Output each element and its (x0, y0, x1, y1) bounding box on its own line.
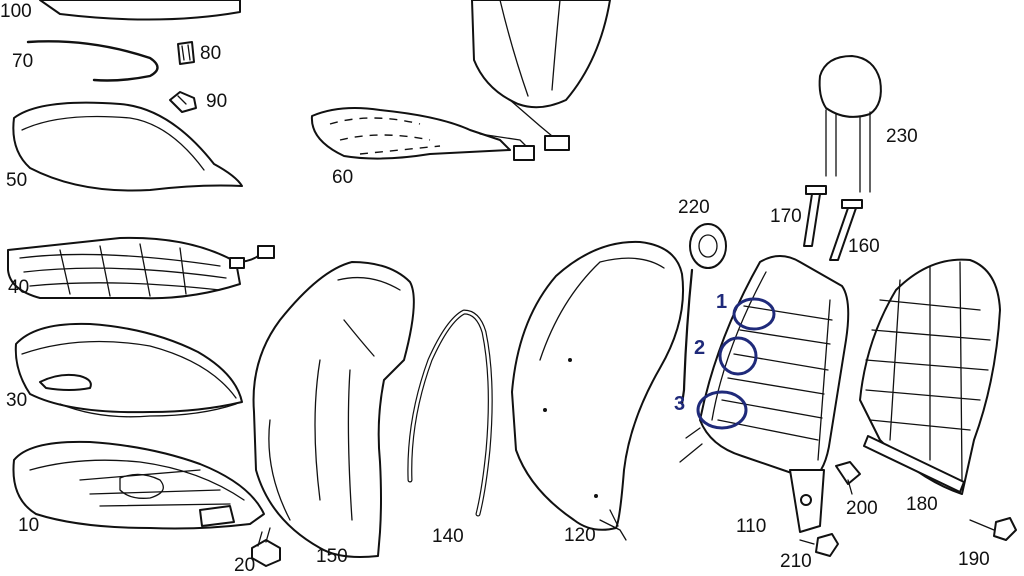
part-backrest-top-cover (471, 0, 611, 137)
annotation-mark-1: 1 (716, 291, 728, 313)
part-50-cushion-pad (12, 101, 243, 192)
annotation-mark-2: 2 (694, 337, 706, 359)
part-80-clip (177, 41, 195, 65)
part-170-headrest-guide (803, 185, 827, 247)
callout-180: 180 (906, 494, 938, 515)
callout-90: 90 (206, 91, 228, 112)
callout-200: 200 (846, 498, 878, 519)
callout-20: 20 (234, 555, 256, 576)
callout-160: 160 (848, 236, 880, 257)
part-70-wire (26, 40, 159, 82)
part-160-headrest-guide (829, 199, 863, 261)
callout-110: 110 (736, 516, 767, 537)
callout-60: 60 (332, 167, 354, 188)
callout-30: 30 (6, 390, 28, 411)
part-90-clip (169, 91, 197, 113)
part-100-cushion-top (39, 0, 241, 21)
callout-150: 150 (316, 546, 348, 567)
part-190-screw (969, 517, 1017, 541)
part-180-backrest-mat (859, 258, 1001, 495)
part-40-heating-element (7, 236, 275, 300)
part-30-seat-foam (14, 322, 243, 418)
part-20-bolt (251, 527, 281, 567)
part-10-seat-pan (12, 440, 265, 530)
annotation-ring-3 (696, 390, 748, 430)
annotation-rings (696, 297, 776, 430)
callout-50: 50 (6, 170, 28, 191)
callout-230: 230 (886, 126, 918, 147)
callout-210: 210 (780, 551, 812, 572)
part-150-backrest-cover (252, 261, 415, 558)
part-220-adjuster-knob (680, 223, 727, 406)
part-120-backrest-panel (511, 240, 685, 541)
callout-120: 120 (564, 525, 596, 546)
part-210-screw (799, 533, 839, 557)
callout-190: 190 (958, 549, 990, 570)
callout-70: 70 (12, 51, 34, 72)
callout-10: 10 (18, 515, 40, 536)
callout-80: 80 (200, 43, 222, 64)
callout-140: 140 (432, 526, 464, 547)
part-110-backrest-frame (679, 255, 850, 533)
part-230-headrest (818, 55, 882, 193)
annotation-ring-1 (732, 297, 776, 331)
part-140-trim-strip (407, 309, 493, 517)
callout-40: 40 (8, 277, 30, 298)
part-200-screw (835, 461, 861, 495)
annotation-mark-3: 3 (674, 393, 686, 415)
annotation-ring-2 (718, 336, 758, 376)
callout-220: 220 (678, 197, 710, 218)
callout-170: 170 (770, 206, 802, 227)
callout-100: 100 (0, 1, 32, 22)
part-60-heating-mat (310, 107, 570, 161)
